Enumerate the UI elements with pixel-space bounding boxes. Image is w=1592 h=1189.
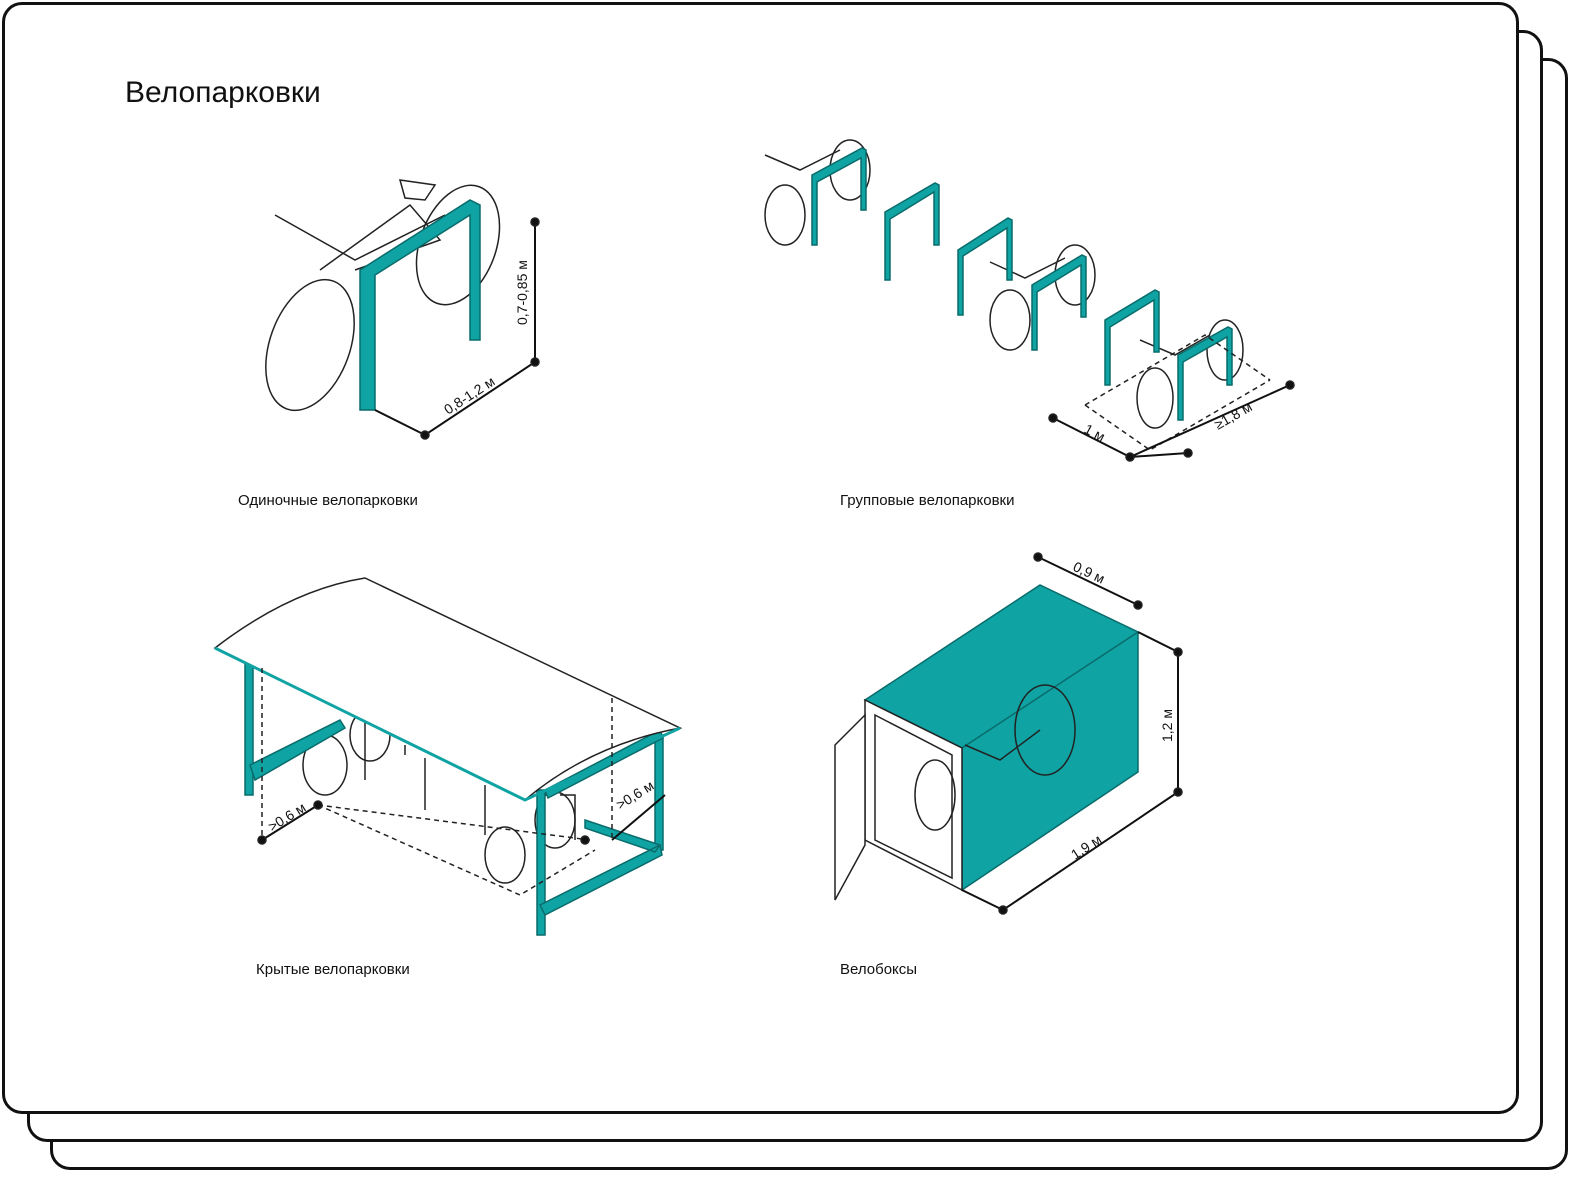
bicycle-icon	[484, 791, 576, 884]
dimension-line	[374, 222, 536, 437]
dimension-clearance-left: >0,6 м	[265, 799, 308, 834]
group-bike-rack-illustration: 1 м ≥1,8 м	[764, 139, 1295, 462]
dimension-length: ≥1,8 м	[1212, 398, 1255, 432]
parking-footprint	[1084, 334, 1271, 451]
dimension-width: 0,8-1,2 м	[441, 373, 498, 418]
bike-stands	[364, 700, 576, 840]
page-title: Велопарковки	[125, 76, 321, 109]
rack-arches	[811, 147, 1233, 421]
dimension-width: 1 м	[1082, 421, 1108, 445]
main-card	[2, 2, 1519, 1114]
caption-bike-boxes: Велобоксы	[840, 961, 918, 978]
dimension-length: 1,9 м	[1068, 831, 1104, 862]
canopy-roof-edge	[214, 646, 681, 802]
bicycle-icon	[989, 244, 1096, 351]
caption-single-racks: Одиночные велопарковки	[238, 492, 418, 509]
single-bike-rack-illustration: 0,7-0,85 м 0,8-1,2 м	[265, 179, 540, 440]
bicycle-icon	[1136, 319, 1244, 429]
covered-bike-parking-illustration: >0,6 м >0,6 м	[213, 577, 683, 936]
bicycle-icon	[914, 684, 1076, 831]
box-door	[834, 713, 866, 901]
dimension-height: 1,2 м	[1159, 709, 1175, 742]
canopy-frame	[244, 659, 664, 936]
parking-footprint	[261, 668, 613, 896]
caption-covered-parking: Крытые велопарковки	[256, 961, 410, 978]
caption-group-racks: Групповые велопарковки	[840, 492, 1015, 509]
dimension-line	[261, 794, 666, 841]
bike-box-illustration: 0,9 м 1,2 м 1,9 м	[834, 552, 1183, 915]
dimension-height: 0,7-0,85 м	[514, 260, 530, 325]
rack-arch	[359, 199, 481, 411]
canopy-roof	[213, 577, 683, 801]
